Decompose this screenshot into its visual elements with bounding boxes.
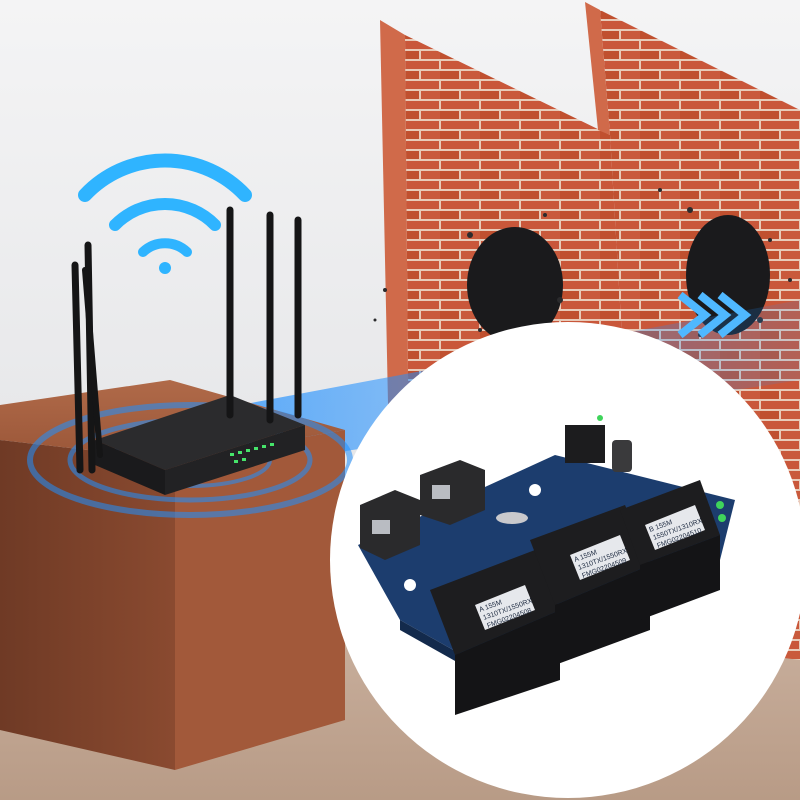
pcb-board: A 155M 1310TX/1550RX FMG02204508 A 155M … [358, 415, 735, 715]
status-leds [230, 443, 274, 463]
fiber-module-3: B 155M 1550TX/1310RX FMG02204510 [620, 480, 720, 620]
chevron-icons [677, 291, 752, 339]
dc-jack [565, 425, 605, 463]
router [71, 206, 305, 495]
product-inset: A 155M 1310TX/1550RX FMG02204508 A 155M … [330, 322, 800, 798]
antennas [71, 206, 302, 474]
capacitor [612, 440, 632, 472]
rj45-ports [360, 460, 485, 560]
fiber-module-1: A 155M 1310TX/1550RX FMG02204508 [430, 550, 560, 715]
wall-hole-1 [467, 227, 563, 343]
indicator-leds [597, 415, 726, 522]
fiber-module-2: A 155M 1310TX/1550RX FMG02204509 [530, 505, 650, 665]
wifi-icon [78, 153, 252, 274]
